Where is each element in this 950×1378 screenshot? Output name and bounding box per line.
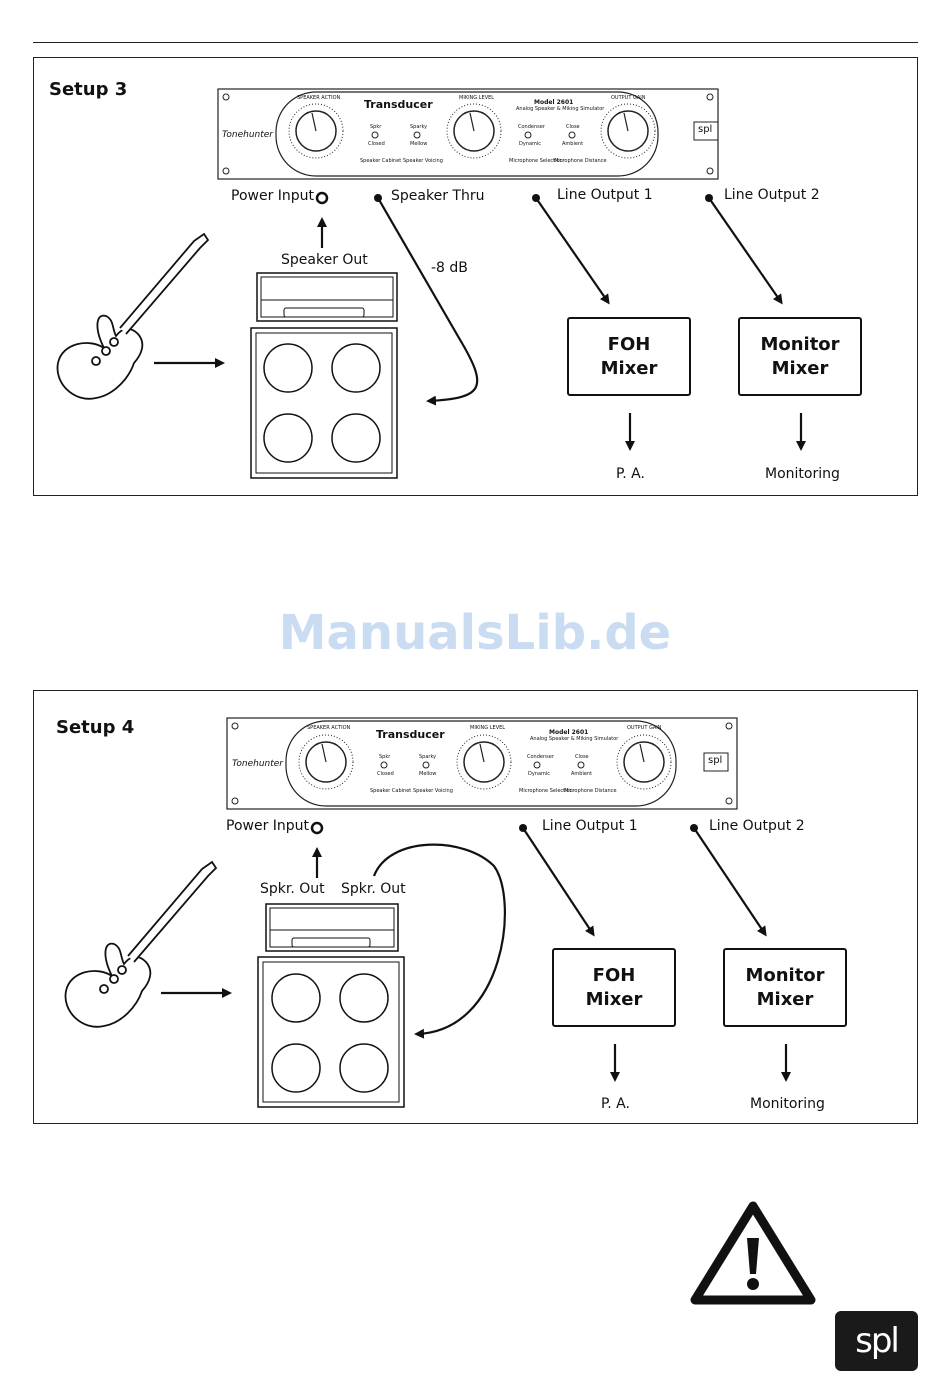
switch1-bottom: Closed [368,141,385,147]
transducer-rack-unit [226,717,738,810]
knob-output-gain [600,103,656,159]
foh-mixer-box: FOH Mixer [552,948,676,1027]
rack-model: Model 2601 [549,729,589,736]
label-line-output-2: Line Output 2 [724,187,820,203]
switch3-bottom: Dynamic [519,141,542,147]
rack-model-desc: Analog Speaker & Miking Simulator [516,106,605,112]
switch4-bottom: Ambient [562,141,584,147]
selector-microphone-distance: Microphone Distance [564,788,617,794]
monitor-mixer-line1: Monitor [760,333,840,355]
switch2-top: Sparky [410,124,428,130]
label-monitoring: Monitoring [765,466,840,482]
switch4-top: Close [566,124,580,130]
label-line-output-1: Line Output 1 [542,818,638,834]
switch1-top: Spkr [379,754,391,760]
label-line-output-1: Line Output 1 [557,187,653,203]
rack-product-name: Transducer [376,728,445,741]
label-spkr-out-a: Spkr. Out [260,881,325,897]
switch2-top: Sparky [419,754,437,760]
monitor-mixer-line2: Mixer [771,357,829,379]
foh-mixer-line1: FOH [607,333,651,355]
foh-mixer-line2: Mixer [600,357,658,379]
selector-microphone-selection: Microphone Selection [509,158,563,164]
switch4-bottom: Ambient [571,771,593,777]
amp-head [256,272,398,322]
knob-label-output-gain: OUTPUT GAIN [627,725,662,731]
rack-brand-spl: spl [698,124,713,135]
guitar-icon [56,232,210,400]
knob-miking-level [446,103,502,159]
label-spkr-out-b: Spkr. Out [341,881,406,897]
label-power-input: Power Input [231,188,315,204]
switch3-top: Condenser [518,124,545,130]
foh-mixer-line2: Mixer [585,988,643,1010]
label-monitoring: Monitoring [750,1096,825,1112]
speaker-cabinet [250,327,398,479]
label-line-output-2: Line Output 2 [709,818,805,834]
amp-head [265,903,399,952]
foh-mixer-box: FOH Mixer [567,317,691,396]
rack-brand-tonehunter: Tonehunter [222,130,274,140]
selector-speaker-voicing: Speaker Voicing [413,788,453,794]
knob-label-speaker-action: SPEAKER ACTION [297,95,341,101]
knob-output-gain [616,734,672,790]
switch4-top: Close [575,754,589,760]
knob-label-speaker-action: SPEAKER ACTION [307,725,351,731]
selector-microphone-distance: Microphone Distance [554,158,607,164]
switch2-bottom: Mellow [419,771,437,777]
label-speaker-thru: Speaker Thru [391,188,485,204]
switch1-top: Spkr [370,124,382,130]
rack-brand-spl: spl [708,755,723,766]
spl-logo: spl [835,1311,918,1371]
knob-label-miking-level: MIKING LEVEL [459,95,495,101]
label-pa: P. A. [601,1096,630,1112]
setup-4-panel: Setup 4 [33,690,918,1124]
watermark: ManualsLib.de [278,605,672,661]
knob-speaker-action [288,103,344,159]
monitor-mixer-line1: Monitor [745,964,825,986]
monitor-mixer-box: Monitor Mixer [738,317,862,396]
label-speaker-out: Speaker Out [281,252,368,268]
selector-microphone-selection: Microphone Selection [519,788,573,794]
label-power-input: Power Input [226,818,310,834]
rack-brand-tonehunter: Tonehunter [232,759,284,769]
setup-3-title: Setup 3 [49,79,128,100]
setup-4-diagram [64,717,791,1108]
warning-triangle-icon [690,1201,816,1305]
switch1-bottom: Closed [377,771,394,777]
label-attenuation: -8 dB [431,260,468,276]
selector-speaker-cabinet: Speaker Cabinet [370,788,412,794]
guitar-icon [64,860,218,1028]
selector-speaker-voicing: Speaker Voicing [403,158,443,164]
transducer-rack-unit [217,88,719,180]
monitor-mixer-line2: Mixer [756,988,814,1010]
label-pa: P. A. [616,466,645,482]
knob-label-output-gain: OUTPUT GAIN [611,95,646,101]
rack-model-desc: Analog Speaker & Miking Simulator [530,736,619,742]
top-rule [33,42,918,43]
switch3-bottom: Dynamic [528,771,551,777]
rack-model: Model 2601 [534,99,574,106]
speaker-cabinet [257,956,405,1108]
knob-speaker-action [298,734,354,790]
switch3-top: Condenser [527,754,554,760]
rack-product-name: Transducer [364,98,433,111]
setup-4-title: Setup 4 [56,717,135,738]
setup-3-diagram [56,88,806,479]
knob-miking-level [456,734,512,790]
setup-3-panel: Setup 3 [33,57,918,496]
switch2-bottom: Mellow [410,141,428,147]
monitor-mixer-box: Monitor Mixer [723,948,847,1027]
knob-label-miking-level: MIKING LEVEL [470,725,506,731]
foh-mixer-line1: FOH [592,964,636,986]
selector-speaker-cabinet: Speaker Cabinet [360,158,402,164]
